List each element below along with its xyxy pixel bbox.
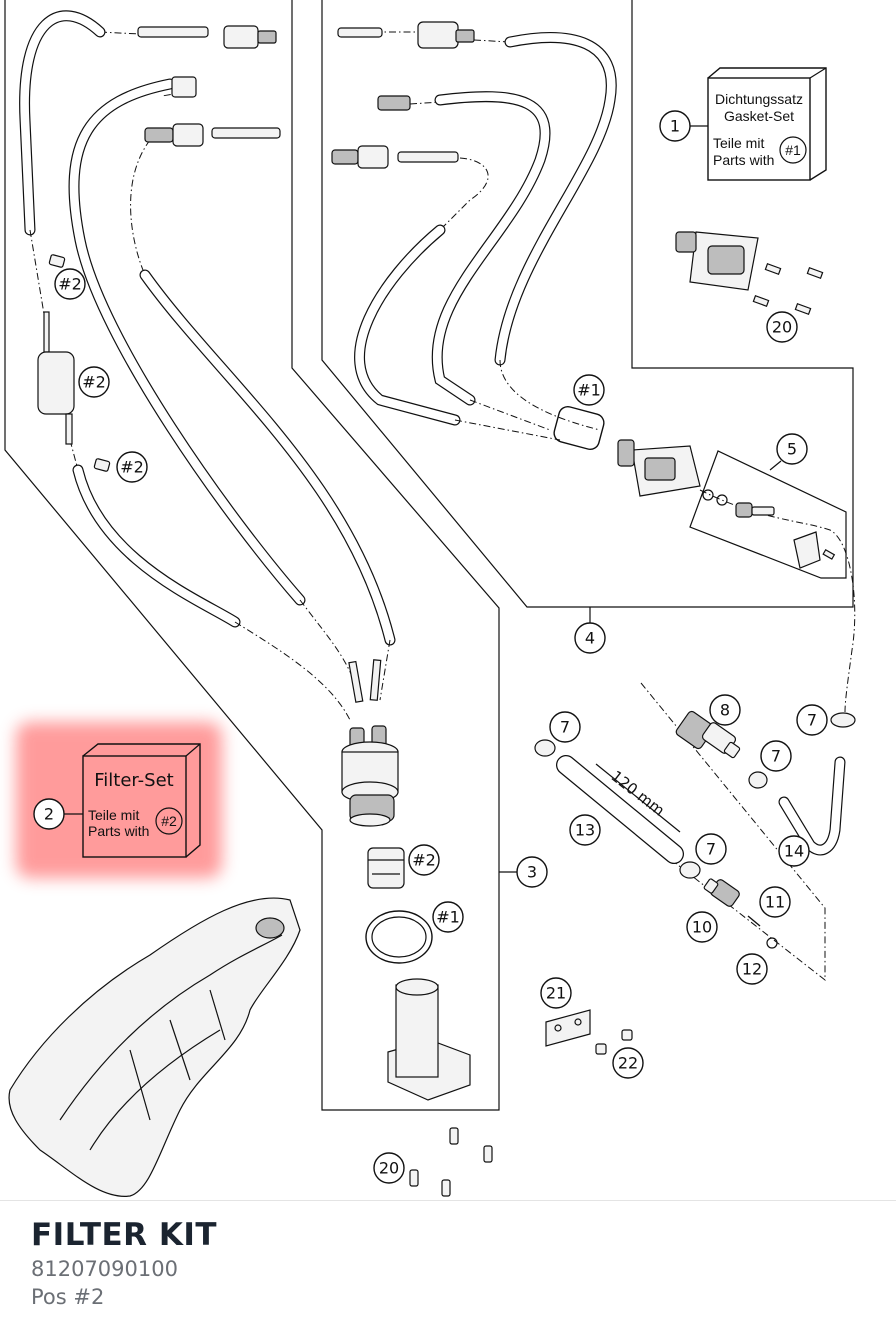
svg-text:#1: #1 xyxy=(577,381,601,400)
callout-7d: 7 xyxy=(695,833,727,865)
svg-text:13: 13 xyxy=(575,821,595,840)
gasket-box-title-de: Dichtungssatz xyxy=(715,91,803,107)
svg-text:#2: #2 xyxy=(412,851,436,870)
svg-text:7: 7 xyxy=(807,711,817,730)
svg-text:20: 20 xyxy=(772,318,792,337)
svg-text:5: 5 xyxy=(787,440,797,459)
exploded-parts-diagram: Dichtungssatz Gasket-Set Teile mit Parts… xyxy=(4,0,856,1197)
product-title: FILTER KIT xyxy=(31,1217,218,1253)
callout-5: 5 xyxy=(776,433,808,465)
svg-text:4: 4 xyxy=(585,629,595,648)
connector-top-left xyxy=(137,25,281,147)
mounting-screws xyxy=(409,1127,493,1197)
filter-set-box: Filter-Set Teile mit Parts with #2 xyxy=(82,743,201,858)
elbow-hose xyxy=(778,756,846,856)
filter-box-parts-en: Parts with xyxy=(88,823,149,839)
svg-text:2: 2 xyxy=(44,805,54,824)
pump-flange-gasket xyxy=(365,910,433,964)
callout-20a: 20 xyxy=(766,311,798,343)
part-5-detail xyxy=(702,489,836,569)
svg-text:7: 7 xyxy=(771,747,781,766)
group-outline-4 xyxy=(321,0,854,608)
filter-box-ref: #2 xyxy=(161,813,177,829)
svg-text:#2: #2 xyxy=(58,275,82,294)
svg-text:11: 11 xyxy=(765,893,785,912)
svg-text:12: 12 xyxy=(742,960,762,979)
callout-11: 11 xyxy=(759,886,791,918)
svg-text:20: 20 xyxy=(379,1159,399,1178)
callout-3: 3 xyxy=(516,856,548,888)
callout-ref-1a: #1 xyxy=(573,374,605,406)
svg-text:7: 7 xyxy=(706,840,716,859)
gasket-set-box: Dichtungssatz Gasket-Set Teile mit Parts… xyxy=(707,67,827,181)
fuel-pressure-regulator xyxy=(675,710,741,759)
callout-7c: 7 xyxy=(796,704,828,736)
group-outline-5 xyxy=(689,450,847,579)
svg-text:21: 21 xyxy=(546,984,566,1003)
gasket-box-title-en: Gasket-Set xyxy=(724,108,794,124)
svg-text:#2: #2 xyxy=(82,373,106,392)
svg-text:#2: #2 xyxy=(120,458,144,477)
group-outline-3 xyxy=(4,0,500,1111)
callout-22: 22 xyxy=(612,1047,644,1079)
group-outline-valve xyxy=(640,682,826,982)
callout-8: 8 xyxy=(709,694,741,726)
gasket-box-parts-de: Teile mit xyxy=(713,135,764,151)
callout-1: 1 xyxy=(659,110,691,142)
bracket-plate xyxy=(545,1009,633,1055)
svg-text:22: 22 xyxy=(618,1054,638,1073)
callout-4: 4 xyxy=(574,622,606,654)
electrical-connector xyxy=(675,231,824,315)
callout-20b: 20 xyxy=(373,1152,405,1184)
inline-fuel-filter xyxy=(37,254,111,472)
callout-7b: 7 xyxy=(760,740,792,772)
check-valve xyxy=(703,878,778,949)
pump-flange xyxy=(387,978,471,1101)
callout-ref-1b: #1 xyxy=(432,901,464,933)
svg-text:7: 7 xyxy=(560,718,570,737)
callout-ref-2a: #2 xyxy=(54,268,86,300)
filter-set-highlight xyxy=(16,722,222,878)
fuel-pump-assembly xyxy=(341,659,399,827)
callout-7a: 7 xyxy=(549,711,581,743)
callout-14: 14 xyxy=(778,835,810,867)
callout-21: 21 xyxy=(540,977,572,1009)
filter-box-parts-de: Teile mit xyxy=(88,807,139,823)
callout-12: 12 xyxy=(736,953,768,985)
fuel-tank xyxy=(8,897,301,1197)
product-number: 81207090100 xyxy=(31,1257,178,1281)
callout-ref-2d: #2 xyxy=(408,844,440,876)
gasket-box-parts-en: Parts with xyxy=(713,152,774,168)
callout-2: 2 xyxy=(33,798,65,830)
svg-text:10: 10 xyxy=(692,918,712,937)
bulkhead-gasket xyxy=(553,405,605,451)
product-position: Pos #2 xyxy=(31,1285,105,1309)
callout-10: 10 xyxy=(686,911,718,943)
svg-text:#1: #1 xyxy=(436,908,460,927)
clamps xyxy=(534,712,856,879)
svg-text:8: 8 xyxy=(720,701,730,720)
callout-ref-2b: #2 xyxy=(78,366,110,398)
svg-text:3: 3 xyxy=(527,863,537,882)
svg-text:1: 1 xyxy=(670,117,680,136)
callout-13: 13 xyxy=(569,814,601,846)
product-info-footer: FILTER KIT 81207090100 Pos #2 xyxy=(0,1200,896,1336)
filter-box-title: Filter-Set xyxy=(94,770,173,791)
pump-strainer xyxy=(367,847,405,889)
callout-ref-2c: #2 xyxy=(116,451,148,483)
gasket-box-ref: #1 xyxy=(785,142,801,158)
bulkhead-connector xyxy=(617,439,701,497)
svg-text:14: 14 xyxy=(784,842,804,861)
